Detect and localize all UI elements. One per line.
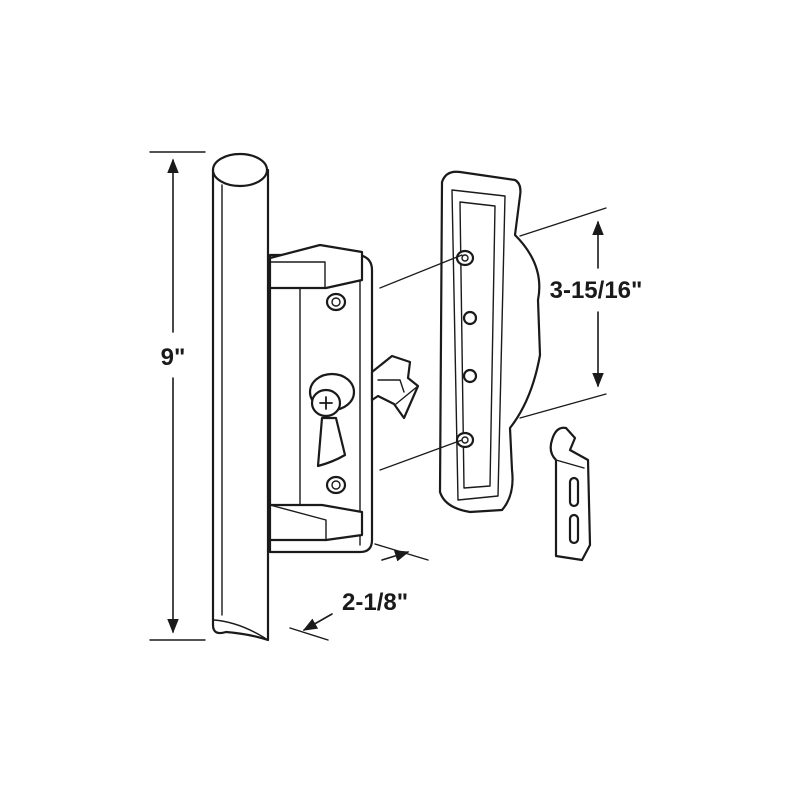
height-label: 9" — [161, 344, 186, 371]
keeper-bracket — [549, 426, 592, 562]
latch-hook — [370, 354, 420, 420]
hole-extension-lines — [379, 207, 607, 471]
screw-hole-bottom — [325, 475, 347, 495]
pull-screw-boss-2 — [462, 310, 478, 326]
pull-screw-boss-4 — [455, 431, 475, 449]
handle-plate — [268, 243, 420, 554]
interior-pull — [438, 170, 542, 514]
hole-spacing-label: 3-15/16" — [550, 277, 643, 304]
height-dimension: 9" — [149, 151, 206, 641]
pull-screw-boss-1 — [455, 249, 475, 267]
width-dimension: 2-1/8" — [289, 543, 429, 641]
pull-handle — [211, 152, 270, 642]
width-label: 2-1/8" — [342, 589, 408, 616]
screw-hole-top — [325, 292, 347, 312]
hole-spacing-dimension: 3-15/16" — [550, 220, 643, 388]
lock-knob-icon — [308, 372, 356, 468]
pull-screw-boss-3 — [462, 368, 478, 384]
